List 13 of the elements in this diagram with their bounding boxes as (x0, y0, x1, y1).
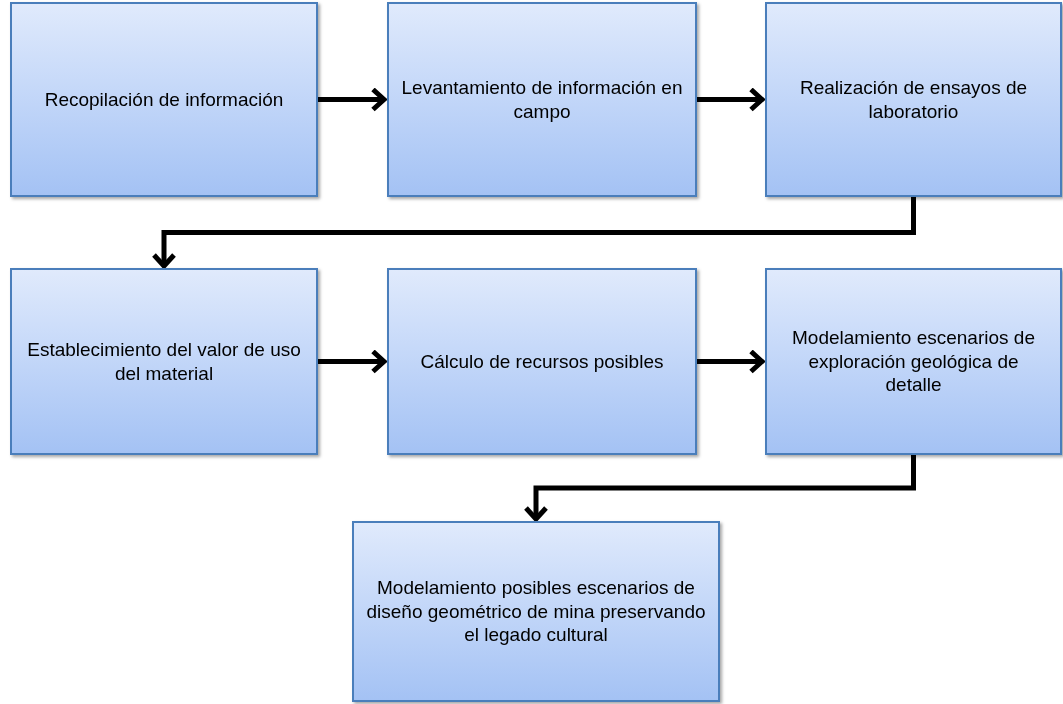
arrow (151, 197, 916, 269)
process-box: Recopilación de información (10, 2, 318, 197)
process-box: Cálculo de recursos posibles (387, 268, 697, 455)
process-box: Modelamiento posibles escenarios de diseño geométrico de mina preservando el legado cultural (352, 521, 720, 702)
arrow (318, 87, 387, 112)
arrow (697, 87, 765, 112)
process-box: Realización de ensayos de laboratorio (765, 2, 1062, 197)
arrow (523, 455, 916, 522)
arrow (318, 349, 387, 374)
process-box: Establecimiento del valor de uso del material (10, 268, 318, 455)
process-box: Levantamiento de información en campo (387, 2, 697, 197)
process-box: Modelamiento escenarios de exploración geológica de detalle (765, 268, 1062, 455)
arrow (697, 349, 765, 374)
